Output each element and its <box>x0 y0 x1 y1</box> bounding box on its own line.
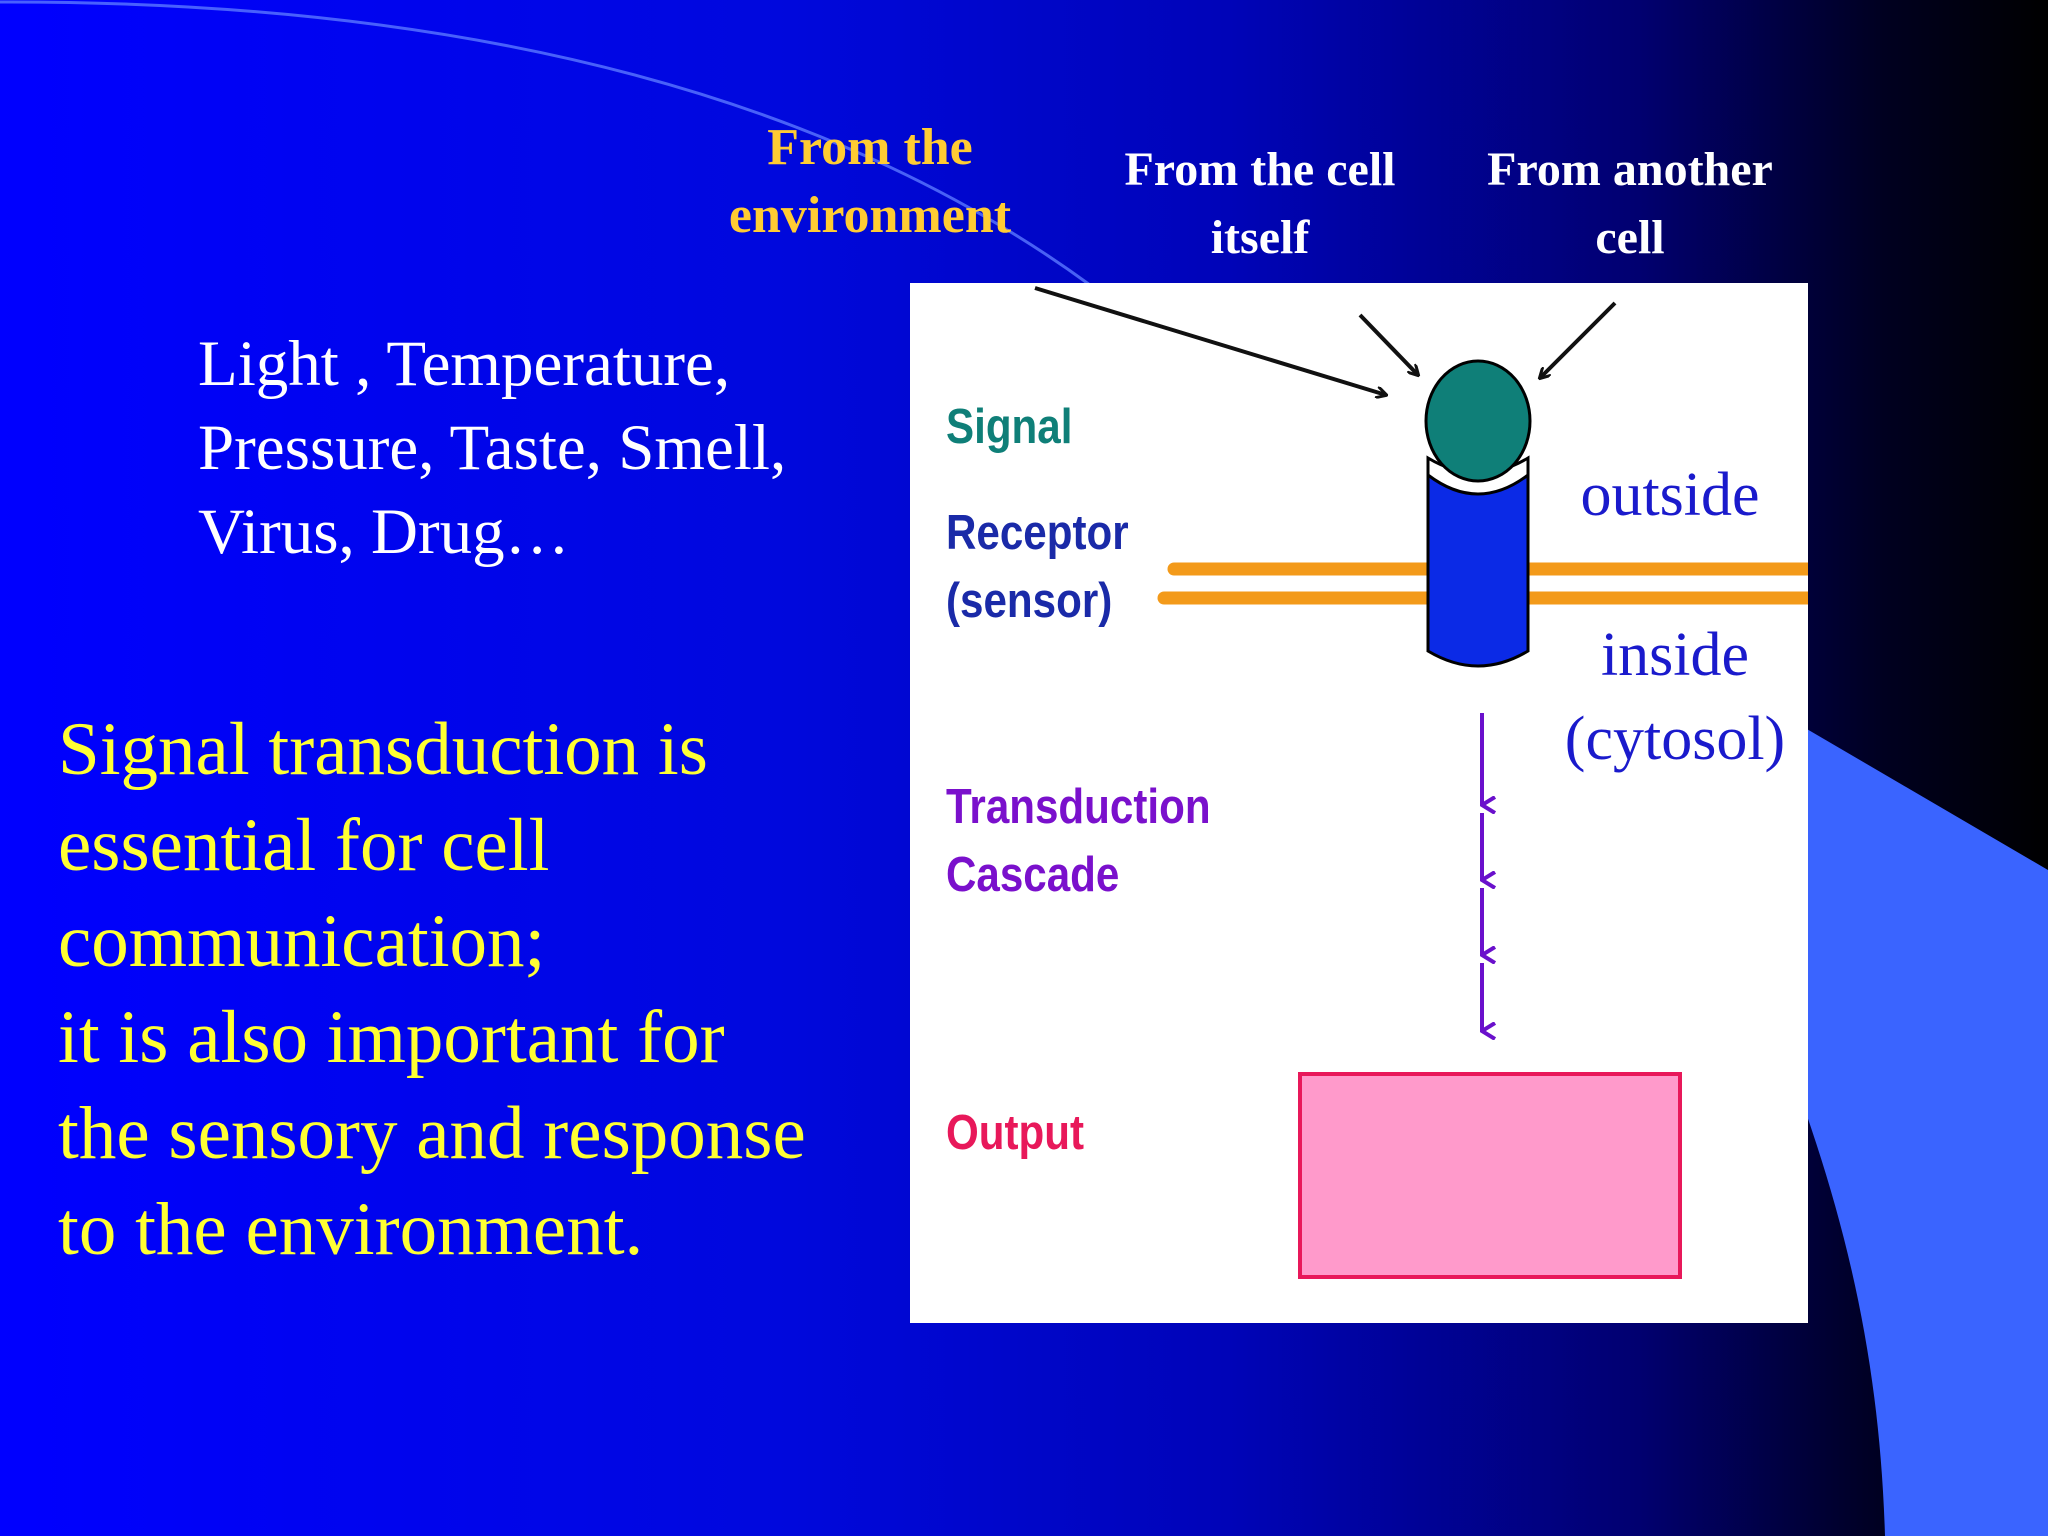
diagram-graphics <box>1034 286 1808 1279</box>
examples-line-1: Light , Temperature, <box>198 328 731 400</box>
arrow-from-cell-itself <box>1358 313 1418 375</box>
source-cell-itself-line-2: itself <box>1210 211 1310 264</box>
source-environment-label: From the environment <box>670 114 1070 250</box>
source-another-cell-line-2: cell <box>1595 211 1665 264</box>
examples-line-3: Virus, Drug… <box>198 496 570 568</box>
inside-label-line-1: inside <box>1600 621 1750 689</box>
statement-line-5: the sensory and response <box>58 1092 806 1175</box>
signal-molecule <box>1424 359 1532 483</box>
source-another-cell-line-1: From another <box>1487 143 1773 196</box>
signal-transduction-diagram: Signal Receptor (sensor) Transduction Ca… <box>910 283 1808 1323</box>
source-cell-itself-line-1: From the cell <box>1124 143 1396 196</box>
statement-line-3: communication; <box>58 900 546 983</box>
output-box <box>1298 1072 1682 1279</box>
inside-label: inside (cytosol) <box>1550 613 1800 781</box>
source-environment-line-2: environment <box>728 187 1012 244</box>
statement-line-4: it is also important for <box>58 996 725 1079</box>
receptor-shape <box>1426 455 1530 668</box>
receptor-label-line-1: Receptor <box>946 506 1129 560</box>
statement-line-2: essential for cell <box>58 804 550 887</box>
statement-line-1: Signal transduction is <box>58 708 708 791</box>
signal-examples: Light , Temperature, Pressure, Taste, Sm… <box>198 322 898 574</box>
inside-label-line-2: (cytosol) <box>1564 705 1786 773</box>
receptor-label: Receptor (sensor) <box>946 499 1129 635</box>
transduction-cascade-label: Transduction Cascade <box>946 773 1211 909</box>
transduction-label-line-2: Cascade <box>946 848 1120 902</box>
signal-label: Signal <box>946 400 1073 454</box>
arrow-from-another-cell <box>1540 301 1617 378</box>
outside-label: outside <box>1580 461 1760 529</box>
examples-line-2: Pressure, Taste, Smell, <box>198 412 787 484</box>
output-label: Output <box>946 1106 1085 1160</box>
decorative-arc <box>0 0 1091 287</box>
source-another-cell-label: From another cell <box>1440 136 1820 272</box>
source-environment-line-1: From the <box>767 119 973 176</box>
decorative-blue-swoosh <box>1800 725 2048 1536</box>
arrow-from-environment <box>1034 286 1386 395</box>
transduction-label-line-1: Transduction <box>946 780 1211 834</box>
receptor-label-line-2: (sensor) <box>946 574 1113 628</box>
statement-line-6: to the environment. <box>58 1188 644 1271</box>
source-cell-itself-label: From the cell itself <box>1085 136 1435 272</box>
signal-transduction-statement: Signal transduction is essential for cel… <box>58 702 918 1278</box>
